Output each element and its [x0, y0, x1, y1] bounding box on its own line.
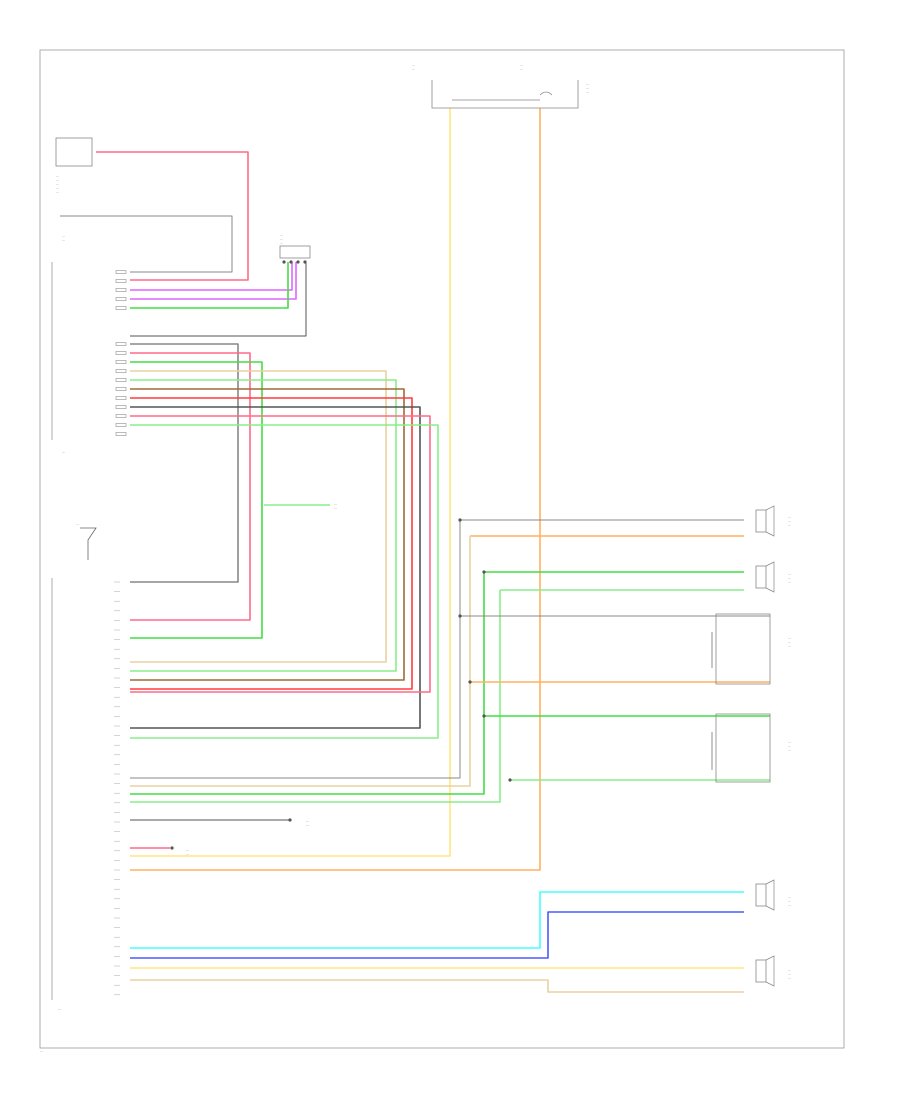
wire-yellow-power	[130, 108, 451, 857]
control-head-pin	[115, 414, 127, 418]
splice-dot	[482, 714, 486, 718]
wire-head-receiver	[130, 388, 405, 681]
speaker-label-left-rear-deck: ... ... ...	[788, 968, 791, 980]
speaker-cone-icon	[765, 505, 775, 537]
wire-layer	[60, 108, 770, 993]
relay-coil-icon	[539, 91, 553, 96]
wire-head-receiver	[130, 424, 439, 739]
control-head-pin	[115, 387, 127, 391]
speaker-icon	[755, 883, 767, 907]
wire-head-receiver	[130, 352, 251, 621]
speaker-label-right-front-door: ... ... ...	[788, 572, 791, 584]
wire-head-receiver	[130, 379, 397, 672]
radio-receiver-label: ...	[58, 1006, 62, 1011]
antenna-icon	[80, 527, 97, 560]
speaker-cone-icon	[765, 955, 775, 987]
splice-pack	[279, 245, 311, 259]
wire-head-receiver	[130, 370, 387, 663]
wire-lr-neg	[130, 520, 461, 779]
speaker-label-left-rear: ... ... ...	[788, 636, 791, 648]
wire-head-receiver	[130, 397, 413, 690]
ground-note: ... ...	[306, 819, 309, 827]
footer-code: ...	[40, 1048, 44, 1053]
control-head-pin	[115, 288, 127, 292]
wire-ground-top	[60, 215, 233, 273]
splice-dot	[468, 680, 472, 684]
control-head-pin	[115, 342, 127, 346]
wire-violet-2	[130, 262, 297, 300]
control-head-pin	[115, 378, 127, 382]
speaker-icon	[755, 509, 767, 533]
splice-dot	[482, 570, 486, 574]
control-head-pin	[115, 360, 127, 364]
control-head-pin	[115, 396, 127, 400]
control-head-pin	[115, 306, 127, 310]
wire-pink-top	[96, 151, 249, 281]
radio-control-head-label: ...	[62, 449, 66, 454]
fuse-box-outline	[431, 80, 579, 109]
top-left-module-label: ... ... ... ... ...	[56, 174, 59, 194]
splice-label: ... ... ...	[280, 233, 283, 245]
speaker-cone-icon	[765, 879, 775, 911]
relay-label: ... ... ...	[586, 82, 589, 94]
fuse-label: ... ...	[520, 63, 523, 71]
wire-violet-1	[130, 262, 293, 291]
control-head-pin	[115, 423, 127, 427]
wire-dkgray-splice	[130, 262, 307, 337]
wire-rr-pos	[130, 572, 485, 795]
wire-head-receiver	[130, 415, 431, 693]
power-antenna-label: ... ...	[186, 848, 189, 856]
speaker-label-right-rear-deck: ... ... ...	[788, 895, 791, 907]
component-layer	[39, 49, 845, 1049]
antenna-label: ...	[76, 522, 79, 526]
control-head-pin	[115, 405, 127, 409]
speaker-icon	[755, 959, 767, 983]
wire-head-receiver	[130, 406, 421, 729]
splice-dot	[282, 260, 286, 264]
control-head-pin	[115, 369, 127, 373]
fuse-box-label: ... ...	[412, 63, 415, 71]
speaker-label-left-front-door: ... ... ...	[788, 515, 791, 527]
power-antenna-terminal	[170, 846, 174, 850]
diagram-frame	[39, 49, 845, 1049]
speaker-cone-icon	[765, 561, 775, 593]
control-head-pin	[115, 279, 127, 283]
top-left-module-box	[55, 137, 93, 167]
control-head-pin	[115, 432, 127, 436]
wire-head-receiver	[130, 361, 263, 639]
splice-dot	[303, 260, 307, 264]
control-head-pin	[115, 351, 127, 355]
wire-lr-pos	[130, 536, 471, 787]
speaker-icon	[755, 565, 767, 589]
ground-terminal	[288, 818, 292, 822]
wire-head-receiver	[130, 343, 239, 583]
wire-rr-deck-neg	[130, 911, 744, 959]
splice-dot	[289, 260, 293, 264]
control-head-pin	[115, 270, 127, 274]
control-head-pin	[115, 297, 127, 301]
wire-lr-deck-neg	[130, 979, 744, 993]
splice-dot	[458, 614, 462, 618]
wire-orange-accessory	[130, 108, 541, 871]
speaker-label-right-rear: ... ... ...	[788, 740, 791, 752]
wire-rr-deck-pos	[130, 891, 744, 949]
splice-dot	[458, 518, 462, 522]
wire-green-top	[130, 262, 289, 309]
wire-rr-neg	[130, 590, 501, 803]
data-link-label: ... ...	[334, 502, 337, 510]
splice-dot	[296, 260, 300, 264]
splice-dot	[508, 778, 512, 782]
right-rear-speaker-bracket	[715, 713, 771, 783]
left-rear-speaker-bracket	[715, 613, 771, 685]
ground-label: ... ...	[62, 234, 65, 242]
